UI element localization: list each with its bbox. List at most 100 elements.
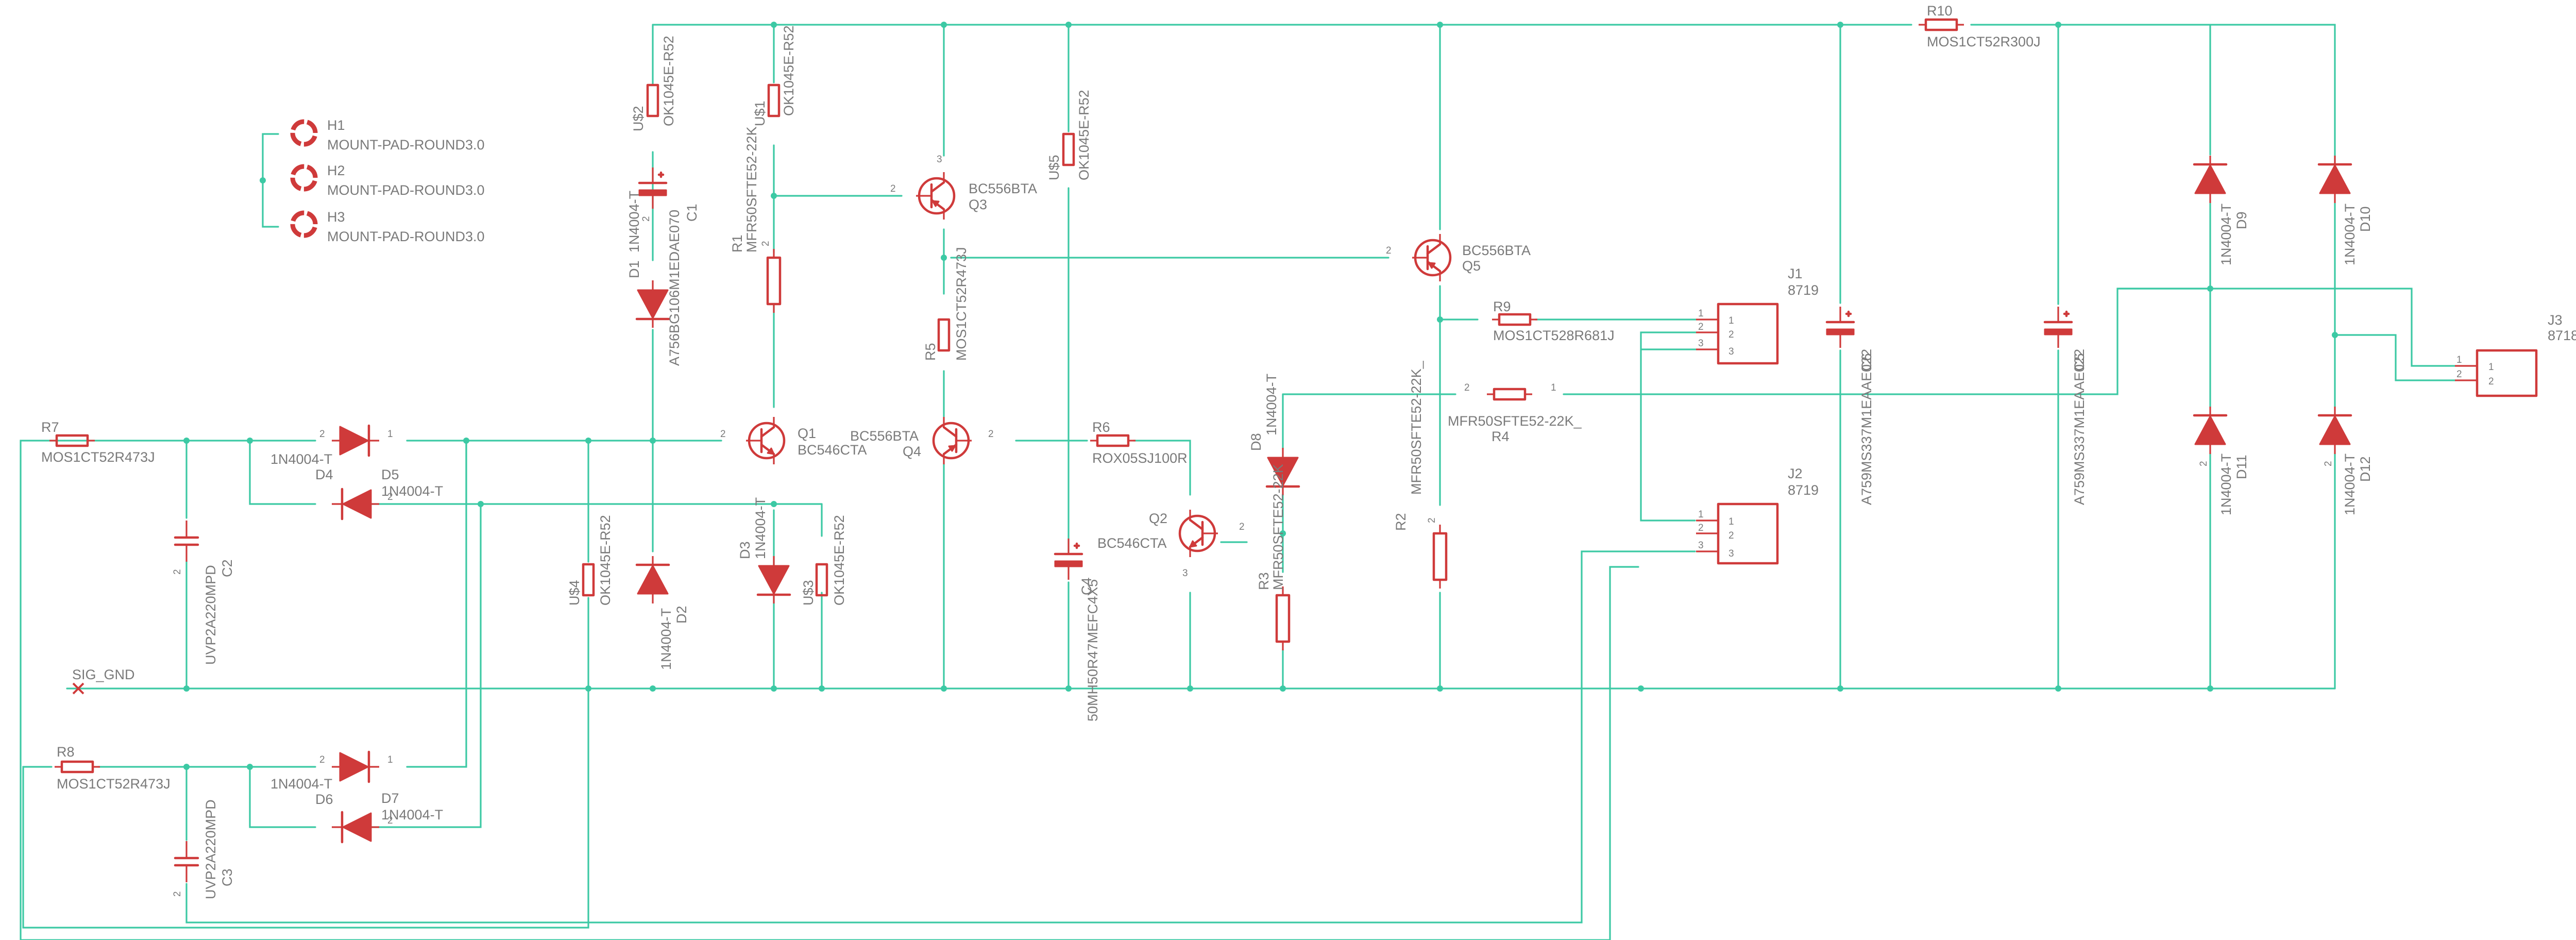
svg-text:2: 2 [1239,522,1245,532]
svg-text:R2: R2 [1393,513,1409,531]
svg-text:Q1: Q1 [798,426,816,441]
svg-text:1N4004-T: 1N4004-T [381,807,443,822]
capacitor-c4: C4 50MH50R47MEFC4X5 [1055,539,1100,721]
svg-text:J3: J3 [2548,312,2563,328]
svg-text:U$3: U$3 [801,580,816,606]
diode-d8: D8 1N4004-T [1248,374,1299,495]
resistor-r5: R5 MOS1CT52R473J [923,247,969,361]
svg-text:OK1045E-R52: OK1045E-R52 [781,25,796,116]
svg-text:1N4004-T: 1N4004-T [1264,374,1279,435]
diode-d11: 2 1N4004-T D11 [2194,407,2249,515]
svg-text:R5: R5 [923,343,938,361]
resistor-r6: R6 ROX05SJ100R [1090,419,1188,466]
diode-d4: 2 1 1N4004-T D4 [270,426,393,482]
diode-d3: D3 1N4004-T [737,497,790,603]
svg-text:1N4004-T: 1N4004-T [2342,204,2358,265]
svg-text:MOS1CT52R473J: MOS1CT52R473J [954,247,969,361]
svg-text:8718: 8718 [2548,328,2576,343]
svg-text:3: 3 [1698,540,1704,551]
svg-text:1: 1 [1698,509,1704,520]
sig-gnd-label: SIG_GND [72,667,135,695]
svg-text:D11: D11 [2234,455,2249,479]
svg-text:U$5: U$5 [1046,155,1062,180]
diode-d9: 1N4004-T D9 [2194,156,2249,265]
svg-text:1: 1 [1728,315,1734,326]
svg-text:2: 2 [319,754,325,765]
transistor-q1: 2 Q1 BC546CTA [720,417,867,464]
svg-text:2: 2 [641,216,652,222]
svg-text:D12: D12 [2358,456,2373,482]
svg-text:3: 3 [1698,338,1704,349]
svg-text:D7: D7 [381,791,399,806]
svg-text:MOUNT-PAD-ROUND3.0: MOUNT-PAD-ROUND3.0 [327,182,485,198]
svg-text:2: 2 [1728,329,1734,340]
svg-text:UVP2A220MPD: UVP2A220MPD [203,565,218,665]
svg-text:C4: C4 [1079,577,1094,595]
svg-text:A756BG106M1EDAE070: A756BG106M1EDAE070 [667,210,682,366]
svg-text:D6: D6 [315,792,333,807]
svg-text:MFR50SFTE52-22K_: MFR50SFTE52-22K_ [1409,360,1424,495]
svg-text:C6: C6 [1859,353,1874,371]
svg-text:OK1045E-R52: OK1045E-R52 [1076,90,1092,180]
jumper-u4: U$4 OK1045E-R52 [567,515,613,606]
svg-text:2: 2 [1728,530,1734,541]
capacitor-c1: 2 C1 [639,167,700,222]
svg-text:D9: D9 [2234,211,2249,229]
connector-j3: 1 2 1 2 J3 8718 [2455,312,2576,397]
svg-text:SIG_GND: SIG_GND [72,667,135,682]
svg-text:BC546CTA: BC546CTA [1097,535,1167,551]
svg-text:1: 1 [387,754,393,765]
svg-text:MFR50SFTE52-22K_: MFR50SFTE52-22K_ [1448,413,1582,429]
svg-text:2: 2 [172,569,183,575]
svg-text:2: 2 [1427,517,1437,523]
svg-text:1: 1 [2456,355,2462,365]
svg-text:MOS1CT528R681J: MOS1CT528R681J [1493,328,1615,343]
svg-text:2: 2 [760,241,771,246]
svg-text:1: 1 [1698,308,1704,319]
svg-text:2: 2 [1464,382,1470,393]
jumper-u3: U$3 OK1045E-R52 [801,515,847,606]
svg-text:R10: R10 [1927,3,1953,19]
svg-text:2: 2 [1386,245,1392,256]
transistor-q4: 2 BC556BTA Q4 [850,417,994,464]
svg-text:1N4004-T: 1N4004-T [2218,204,2234,265]
svg-text:50MH50R47MEFC4X5: 50MH50R47MEFC4X5 [1085,579,1100,721]
svg-text:1N4004-T: 1N4004-T [381,483,443,499]
svg-text:1: 1 [1728,516,1734,527]
jumper-u2: U$2 OK1045E-R52 [631,36,676,131]
svg-text:U$4: U$4 [567,580,582,606]
svg-text:R6: R6 [1092,419,1110,435]
svg-text:BC546CTA: BC546CTA [798,442,867,458]
svg-text:2: 2 [1698,523,1704,533]
svg-text:D10: D10 [2358,206,2373,232]
svg-text:2: 2 [2323,461,2334,466]
svg-text:MOS1CT52R473J: MOS1CT52R473J [41,449,155,465]
diode-d7: D7 1N4004-T 2 [332,791,443,842]
svg-text:MFR50SFTE52-22K: MFR50SFTE52-22K [744,126,759,253]
svg-text:2: 2 [890,183,896,194]
svg-text:Q2: Q2 [1149,511,1167,526]
svg-text:3: 3 [1728,548,1734,559]
svg-text:3: 3 [1728,346,1734,357]
svg-text:1N4004-T: 1N4004-T [2218,454,2234,515]
svg-text:J2: J2 [1788,466,1803,481]
svg-text:D5: D5 [381,467,399,482]
svg-text:2: 2 [1698,322,1704,332]
svg-text:MOS1CT52R473J: MOS1CT52R473J [57,776,171,792]
svg-text:2: 2 [2488,376,2494,387]
svg-text:2: 2 [319,429,325,440]
mount-pad-h3: H3 MOUNT-PAD-ROUND3.0 [293,209,485,244]
svg-text:2: 2 [387,492,393,502]
svg-text:D2: D2 [674,606,689,624]
svg-text:BC556BTA: BC556BTA [850,428,919,444]
svg-text:1N4004-T: 1N4004-T [2342,454,2358,515]
svg-text:U$1: U$1 [752,100,768,126]
resistor-r2: 2 R2 MFR50SFTE52-22K_ [1393,360,1446,589]
svg-text:2: 2 [2456,369,2462,380]
transistor-q5: 2 BC556BTA Q5 [1386,234,1531,281]
svg-text:R9: R9 [1493,299,1511,314]
mount-pad-h1: H1 MOUNT-PAD-ROUND3.0 [293,118,485,153]
svg-text:MFR50SFTE52-22K: MFR50SFTE52-22K [1270,464,1286,590]
svg-text:8719: 8719 [1788,482,1819,498]
connector-j2: 1 2 3 1 2 3 J2 8719 [1696,466,1819,565]
